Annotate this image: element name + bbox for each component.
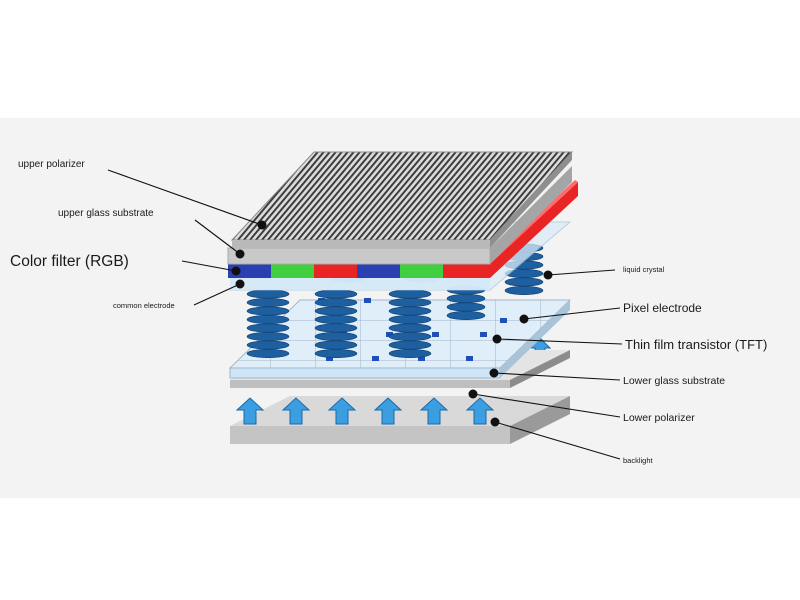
label-pixel-electrode: Pixel electrode (623, 301, 702, 315)
liquid-crystal-disc-icon (388, 331, 432, 341)
leader-lines (107, 169, 623, 460)
liquid-crystal-disc-icon (314, 289, 358, 299)
label-color-filter: Color filter (RGB) (10, 253, 129, 270)
tft-icon (326, 356, 333, 361)
liquid-crystal-disc-icon (388, 340, 432, 350)
liquid-crystal-disc-icon (246, 297, 290, 307)
backlight-panel (230, 396, 570, 444)
backlight-arrow-icon (327, 397, 357, 425)
liquid-crystal-disc-icon (446, 293, 486, 303)
liquid-crystal-disc-icon (246, 314, 290, 324)
liquid-crystal-disc-icon (246, 289, 290, 299)
tft-icon (500, 318, 507, 323)
liquid-crystal-disc-icon (388, 289, 432, 299)
liquid-crystal-disc-icon (314, 323, 358, 333)
backlight-arrow-icon (419, 397, 449, 425)
label-upper-polarizer: upper polarizer (18, 159, 85, 170)
liquid-crystal-disc-icon (314, 331, 358, 341)
label-upper-glass-substrate: upper glass substrate (58, 208, 154, 219)
upper-polarizer-panel (230, 151, 574, 248)
liquid-crystal-disc-icon (246, 348, 290, 358)
liquid-crystal-disc-icon (504, 285, 544, 295)
liquid-crystal-disc-icon (446, 302, 486, 312)
liquid-crystal-disc-icon (314, 297, 358, 307)
label-lower-glass-substrate: Lower glass substrate (623, 375, 725, 387)
liquid-crystal-disc-icon (246, 331, 290, 341)
liquid-crystal-disc-icon (314, 314, 358, 324)
liquid-crystal-disc-icon (246, 340, 290, 350)
liquid-crystal-disc-icon (446, 310, 486, 320)
tft-icon (432, 332, 439, 337)
tft-icon (418, 356, 425, 361)
liquid-crystal-disc-icon (246, 306, 290, 316)
label-lower-polarizer: Lower polarizer (623, 412, 695, 424)
label-backlight: backlight (623, 456, 654, 465)
backlight-arrow-icon (465, 397, 495, 425)
liquid-crystal-disc-icon (504, 277, 544, 287)
label-common-electrode: common electrode (113, 301, 175, 310)
backlight-arrow-icon (373, 397, 403, 425)
leader-dots (231, 220, 553, 427)
liquid-crystal-disc-icon (388, 314, 432, 324)
liquid-crystal-disc-icon (314, 348, 358, 358)
label-liquid-crystal: liquid crystal (623, 265, 665, 274)
liquid-crystal-disc-icon (388, 323, 432, 333)
backlight-arrow-icon (235, 397, 265, 425)
liquid-crystal-disc-icon (246, 323, 290, 333)
liquid-crystal-disc-icon (388, 297, 432, 307)
liquid-crystal-disc-icon (314, 306, 358, 316)
tft-icon (466, 356, 473, 361)
tft-icon (480, 332, 487, 337)
tft-icon (372, 356, 379, 361)
tft-icon (386, 332, 393, 337)
liquid-crystal-disc-icon (388, 306, 432, 316)
liquid-crystal-disc-icon (388, 348, 432, 358)
label-tft: Thin film transistor (TFT) (625, 337, 767, 352)
color-filter-rgb (228, 180, 578, 278)
tft-icon (364, 298, 371, 303)
backlight-arrow-icon (281, 397, 311, 425)
liquid-crystal-disc-icon (314, 340, 358, 350)
